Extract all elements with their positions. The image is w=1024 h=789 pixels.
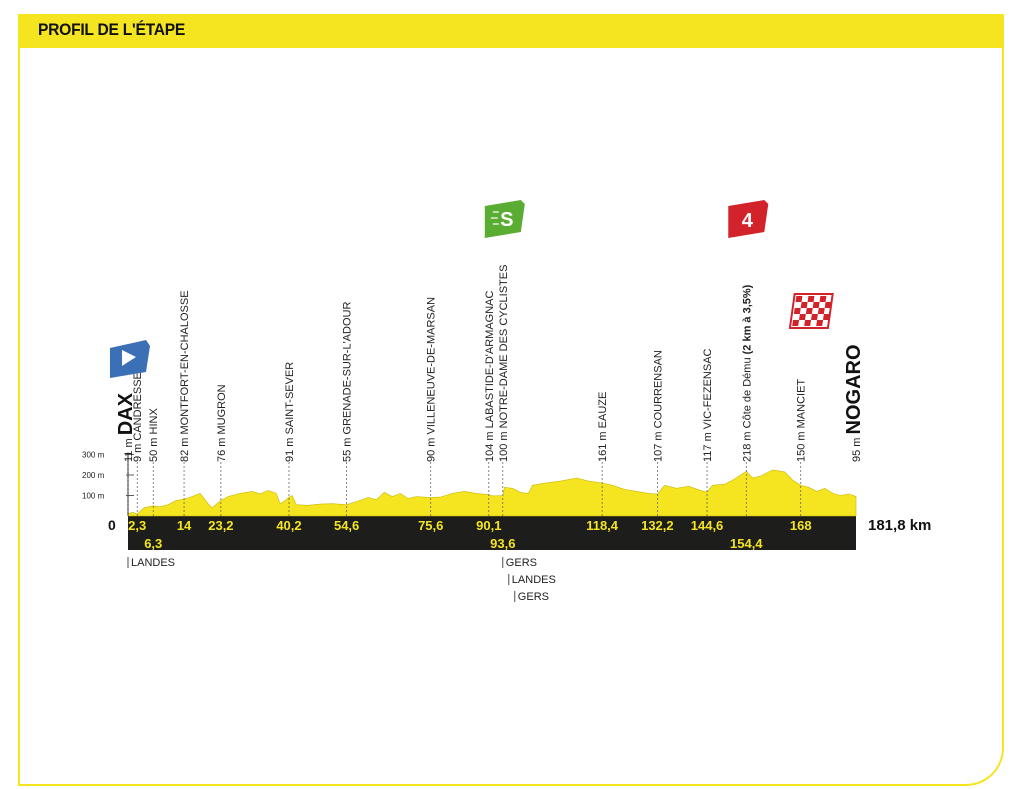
page-title: PROFIL DE L'ÉTAPE: [38, 20, 186, 39]
location-label-town: 82 m MONTFORT-EN-CHALOSSE: [179, 290, 191, 462]
elevation-area: [127, 469, 857, 517]
location-altitude: 95 m: [851, 434, 863, 462]
location-label-sprint: 100 m NOTRE-DAME DES CYCLISTES: [498, 265, 510, 462]
department-label: GERS: [518, 591, 549, 603]
location-name: EAUZE: [597, 392, 609, 429]
location-name: COURRENSAN: [652, 350, 664, 428]
km-marker-label: 118,4: [586, 518, 619, 533]
km-marker-label: 14: [177, 518, 192, 533]
checker-square: [804, 320, 812, 326]
km-band: [128, 516, 856, 550]
checker-square: [799, 314, 806, 320]
checker-square: [819, 296, 827, 302]
location-altitude: 11 m: [123, 435, 135, 462]
department-label: LANDES: [512, 574, 556, 586]
km-marker-label: 168: [790, 518, 812, 533]
location-label-town: 50 m HINX: [148, 408, 160, 462]
location-name: SAINT-SEVER: [284, 362, 296, 435]
km-marker-label: 2,3: [128, 518, 146, 533]
location-name: GRENADE-SUR-L'ADOUR: [342, 302, 354, 435]
checker-square: [811, 314, 818, 320]
play-icon: [122, 350, 136, 366]
location-label-town: 161 m EAUZE: [597, 392, 609, 462]
location-name: NOTRE-DAME DES CYCLISTES: [498, 265, 510, 429]
header-bar: PROFIL DE L'ÉTAPE: [18, 14, 1004, 48]
sprint-letter: S: [500, 209, 513, 231]
location-label-town: 9 m CANDRESSE: [132, 372, 144, 462]
department-label: GERS: [506, 557, 537, 569]
origin-label: 0: [108, 517, 116, 533]
km-marker-label: 93,6: [490, 536, 515, 551]
km-marker-label: 154,4: [730, 536, 763, 551]
y-tick-label: 100 m: [82, 492, 105, 501]
location-label-town: 117 m VIC-FEZENSAC: [702, 348, 714, 462]
location-label-finish: 95 m NOGARO: [843, 344, 865, 462]
location-altitude: 90 m: [426, 434, 438, 462]
km-marker-label: 144,6: [691, 518, 724, 533]
finish-flag-icon: [788, 293, 834, 329]
checker-square: [823, 314, 830, 320]
location-name: MONTFORT-EN-CHALOSSE: [179, 290, 191, 434]
checker-square: [795, 296, 803, 302]
checker-square: [816, 320, 824, 326]
km-marker-label: 90,1: [476, 518, 501, 533]
checker-square: [800, 302, 808, 308]
location-name: DAX: [115, 392, 137, 435]
location-label-town: 90 m VILLENEUVE-DE-MARSAN: [426, 297, 438, 462]
km-marker-label: 54,6: [334, 518, 359, 533]
location-name: Côte de Dému: [741, 357, 753, 428]
location-label-town: 76 m MUGRON: [216, 384, 228, 462]
location-label-town: 104 m LABASTIDE-D'ARMAGNAC: [484, 291, 496, 462]
km-marker-label: 132,2: [641, 518, 674, 533]
climb-flag-icon: [728, 200, 769, 238]
page-frame: [18, 14, 1004, 786]
location-altitude: 150 m: [796, 428, 808, 462]
location-name: VIC-FEZENSAC: [702, 348, 714, 429]
location-altitude: 107 m: [652, 428, 664, 462]
km-marker-label: 75,6: [418, 518, 443, 533]
location-altitude: 76 m: [216, 434, 228, 462]
location-name: NOGARO: [843, 344, 865, 434]
location-altitude: 104 m: [484, 428, 496, 462]
climb-detail: (2 km à 3,5%): [741, 284, 753, 357]
location-altitude: 91 m: [284, 434, 296, 462]
location-altitude: 9 m: [132, 441, 144, 462]
location-name: VILLENEUVE-DE-MARSAN: [426, 297, 438, 435]
location-altitude: 117 m: [702, 429, 714, 462]
checker-square: [792, 320, 800, 326]
climb-category: 4: [742, 210, 754, 232]
location-label-town: 55 m GRENADE-SUR-L'ADOUR: [342, 302, 354, 462]
location-label-town: 91 m SAINT-SEVER: [284, 362, 296, 462]
location-altitude: 161 m: [597, 428, 609, 462]
sprint-flag-icon: [484, 200, 525, 238]
location-label-start: 11 m DAX: [115, 392, 137, 462]
location-name: MUGRON: [216, 384, 228, 434]
checker-square: [807, 296, 815, 302]
location-altitude: 55 m: [342, 434, 354, 462]
location-label-town: 107 m COURRENSAN: [652, 350, 664, 462]
department-label: LANDES: [131, 557, 175, 569]
total-distance-label: 181,8 km: [868, 517, 931, 534]
location-label-climb: 218 m Côte de Dému (2 km à 3,5%): [741, 284, 753, 462]
checker-square: [817, 308, 825, 314]
location-name: MANCIET: [796, 379, 808, 429]
location-name: HINX: [148, 408, 160, 435]
km-marker-label: 40,2: [276, 518, 301, 533]
location-altitude: 218 m: [741, 428, 753, 462]
checker-square: [805, 308, 813, 314]
checker-square: [793, 308, 801, 314]
location-name: LABASTIDE-D'ARMAGNAC: [484, 291, 496, 429]
location-altitude: 82 m: [179, 434, 191, 462]
location-altitude: 100 m: [498, 428, 510, 462]
location-name: CANDRESSE: [132, 372, 144, 440]
km-marker-label: 6,3: [144, 536, 162, 551]
location-label-town: 150 m MANCIET: [796, 379, 808, 462]
checker-square: [824, 302, 832, 308]
y-tick-label: 200 m: [82, 471, 105, 480]
checker-square: [812, 302, 820, 308]
location-altitude: 50 m: [148, 434, 160, 462]
km-marker-label: 23,2: [208, 518, 233, 533]
y-tick-label: 300 m: [82, 451, 105, 460]
